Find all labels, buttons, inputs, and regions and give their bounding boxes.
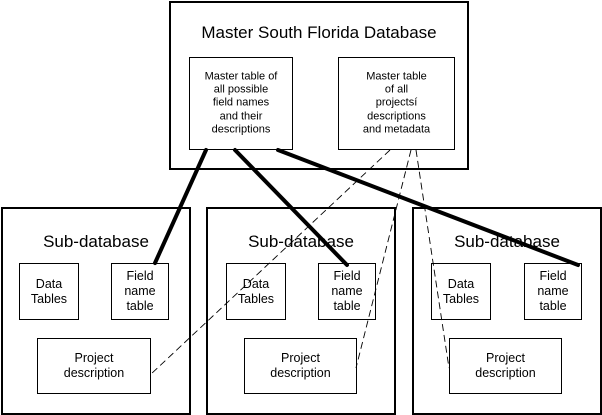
subdatabase-3-field-name-table: Field name table: [524, 263, 582, 320]
subdatabase-3-field-name-table-label: Field name table: [537, 268, 569, 314]
subdatabase-3-data-tables-label: Data Tables: [442, 276, 480, 306]
subdatabase-1-data-tables: Data Tables: [19, 263, 79, 320]
subdatabase-1-data-tables-label: Data Tables: [30, 276, 68, 306]
subdatabase-2-project-description: Project description: [244, 338, 357, 394]
master-field-names-table-label: Master table of all possible field names…: [204, 69, 278, 136]
subdatabase-2-field-name-table-label: Field name table: [331, 268, 363, 314]
subdatabase-1-project-description: Project description: [37, 338, 151, 394]
master-field-names-table: Master table of all possible field names…: [189, 57, 293, 150]
subdatabase-1-project-description-label: Project description: [63, 350, 125, 380]
subdatabase-3-project-description: Project description: [449, 338, 562, 394]
subdatabase-3-title: Sub-database: [454, 232, 560, 251]
subdatabase-2-title: Sub-database: [248, 232, 354, 251]
master-projects-table-label: Master table of all projectsí descriptio…: [362, 69, 431, 136]
subdatabase-2-data-tables: Data Tables: [226, 263, 286, 320]
subdatabase-2-field-name-table: Field name table: [318, 263, 376, 320]
subdatabase-3-project-description-label: Project description: [475, 350, 536, 380]
subdatabase-1-field-name-table: Field name table: [111, 263, 169, 320]
subdatabase-2-data-tables-label: Data Tables: [237, 276, 275, 306]
subdatabase-3-data-tables: Data Tables: [431, 263, 491, 320]
master-projects-table: Master table of all projectsí descriptio…: [338, 57, 455, 150]
subdatabase-2-project-description-label: Project description: [270, 350, 331, 380]
master-database-title: Master South Florida Database: [201, 23, 437, 42]
subdatabase-1-field-name-table-label: Field name table: [124, 268, 156, 314]
subdatabase-1-title: Sub-database: [43, 232, 149, 251]
